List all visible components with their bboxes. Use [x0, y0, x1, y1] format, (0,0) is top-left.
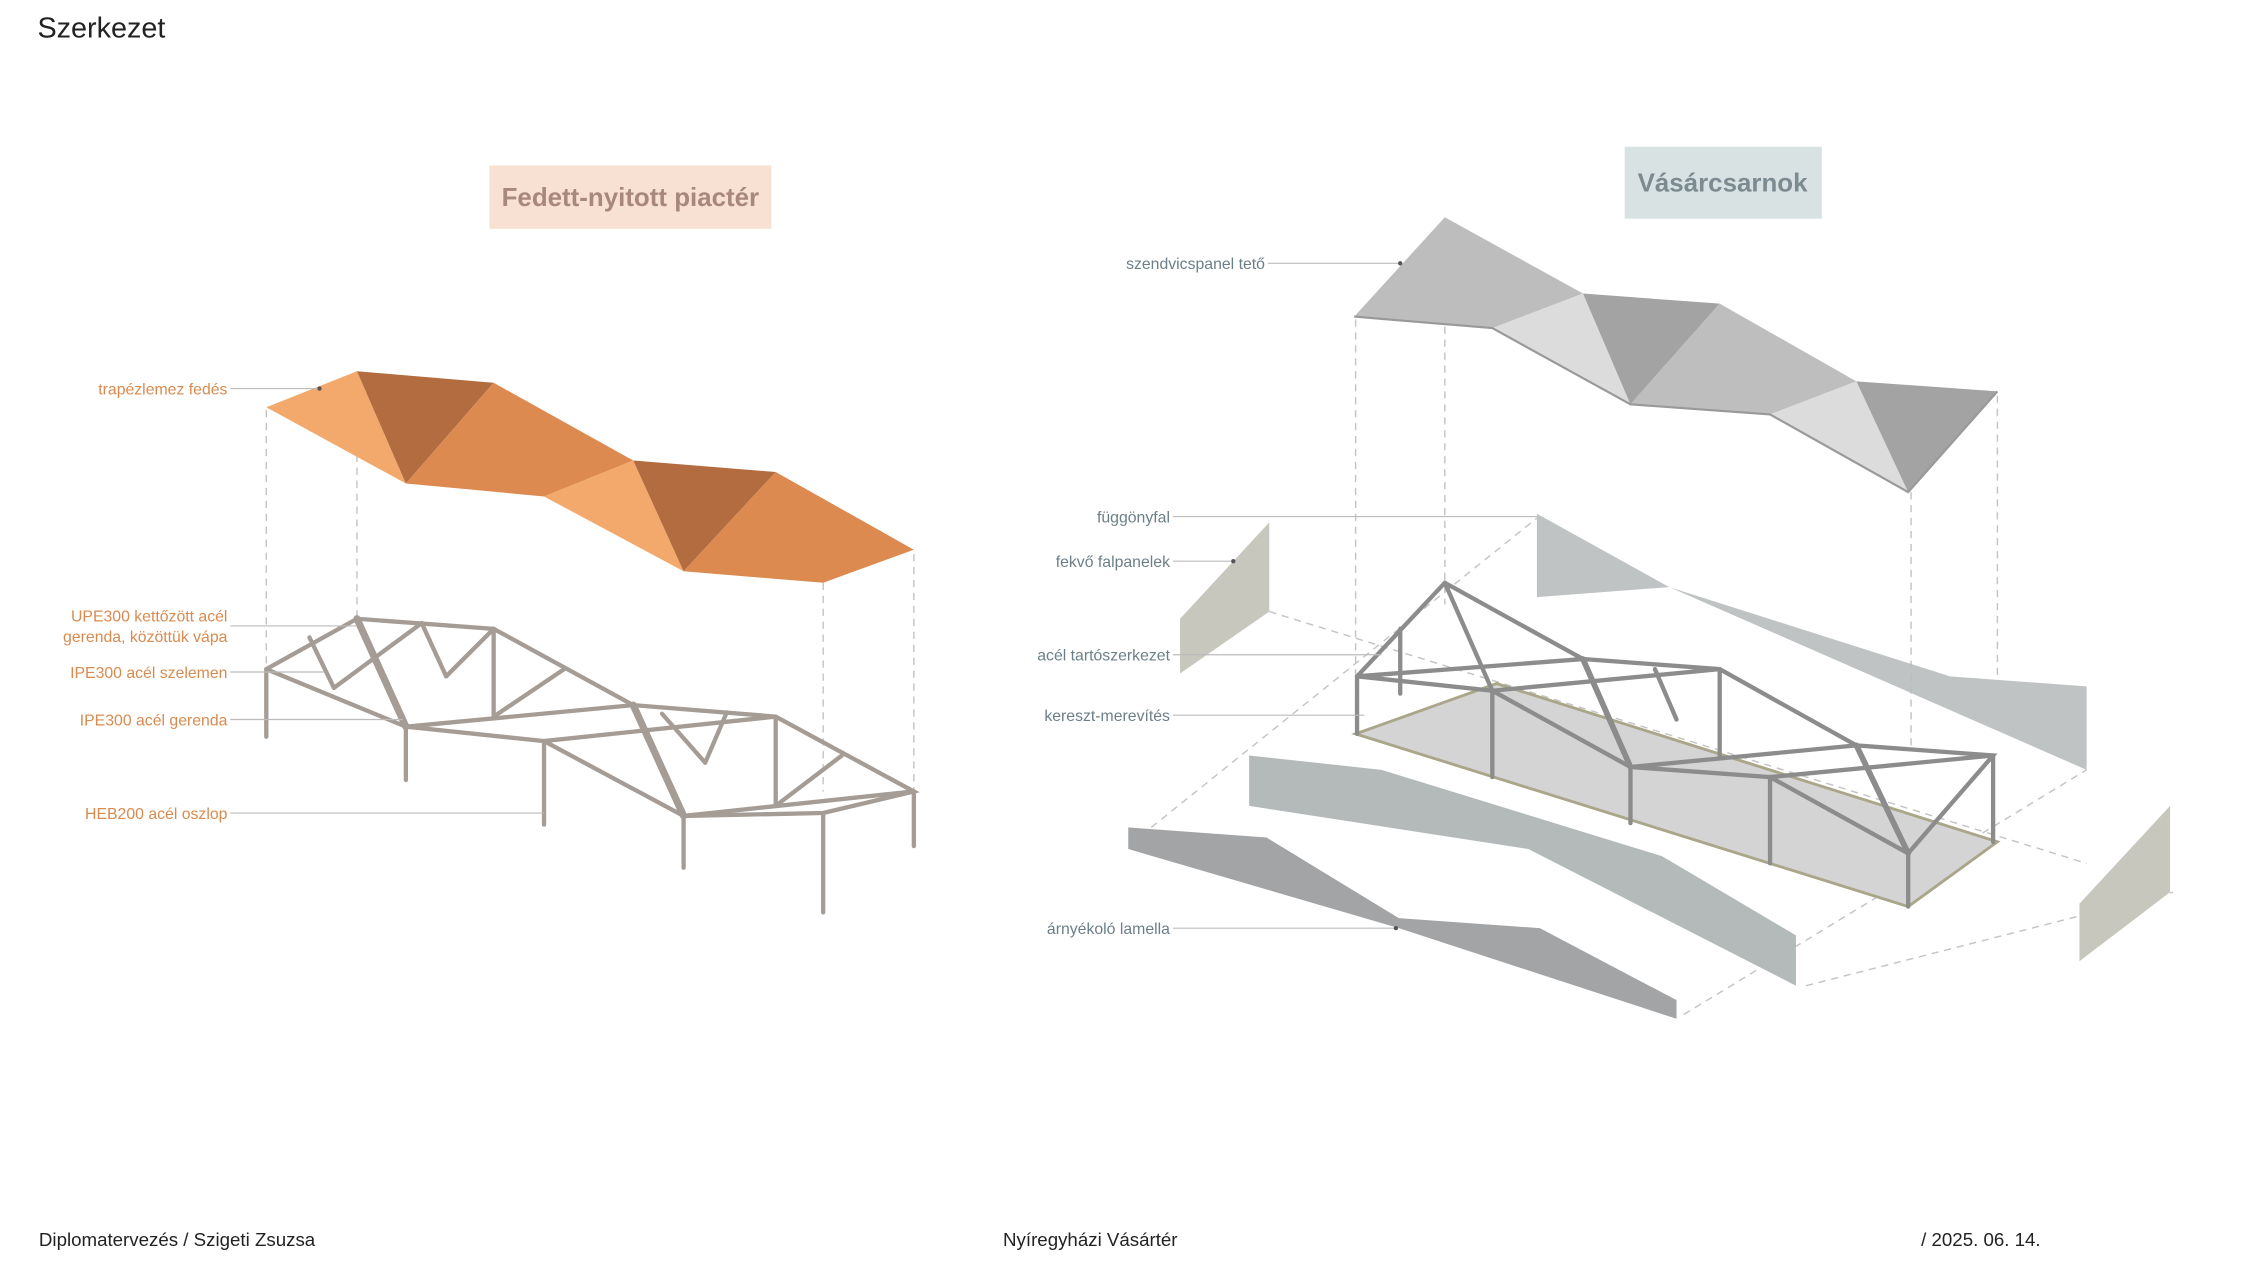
label-roof-cladding: trapézlemez fedés [98, 381, 227, 398]
label-shading-louvre: árnyékoló lamella [1047, 921, 1170, 938]
curtain-wall-back [1536, 513, 2087, 770]
label-heb200-column: HEB200 acél oszlop [85, 806, 228, 823]
sandwich-panel-roof [1354, 217, 1999, 494]
footer-date: / 2025. 06. 14. [1921, 1229, 2041, 1250]
left-callouts: trapézlemez fedés UPE300 kettőzött acél … [63, 381, 545, 823]
label-ipe300-purlin: IPE300 acél szelemen [70, 665, 227, 682]
label-cross-bracing: kereszt-merevítés [1044, 708, 1170, 725]
label-sandwich-roof: szendvicspanel tető [1126, 256, 1265, 273]
shading-louvre [1128, 827, 1677, 1019]
lying-wall-panel-left [1180, 522, 1270, 674]
label-upe300-line2: gerenda, közöttük vápa [63, 629, 228, 646]
right-callouts: szendvicspanel tető függönyfal fekvő fal… [1037, 256, 1537, 938]
right-title-bg [1624, 146, 1822, 219]
left-title: Fedett-nyitott piactér [502, 184, 759, 212]
lying-wall-panel-right [2079, 805, 2171, 962]
label-curtain-wall: függönyfal [1097, 509, 1170, 526]
steel-frame [1354, 580, 1998, 909]
label-wall-panels: fekvő falpanelek [1056, 554, 1170, 571]
footer-author: Diplomatervezés / Szigeti Zsuzsa [39, 1229, 316, 1250]
floor-slab [1351, 682, 2001, 909]
steel-truss [264, 615, 920, 915]
label-steel-structure: acél tartószerkezet [1037, 647, 1170, 664]
trapezoidal-roof [266, 371, 914, 583]
label-upe300-line1: UPE300 kettőzött acél [71, 609, 227, 626]
left-title-bg [489, 165, 772, 229]
left-diagram: Fedett-nyitott piactér trapézlemez fedés… [63, 165, 920, 915]
right-title: Vásárcsarnok [1638, 169, 1808, 197]
page-title: Szerkezet [37, 12, 165, 44]
right-diagram: Vásárcsarnok szendvicspanel tető függöny… [1037, 146, 2174, 1019]
curtain-wall-front [1249, 755, 1796, 986]
footer-project: Nyíregyházi Vásártér [1003, 1229, 1177, 1250]
label-ipe300-beam: IPE300 acél gerenda [80, 712, 228, 729]
